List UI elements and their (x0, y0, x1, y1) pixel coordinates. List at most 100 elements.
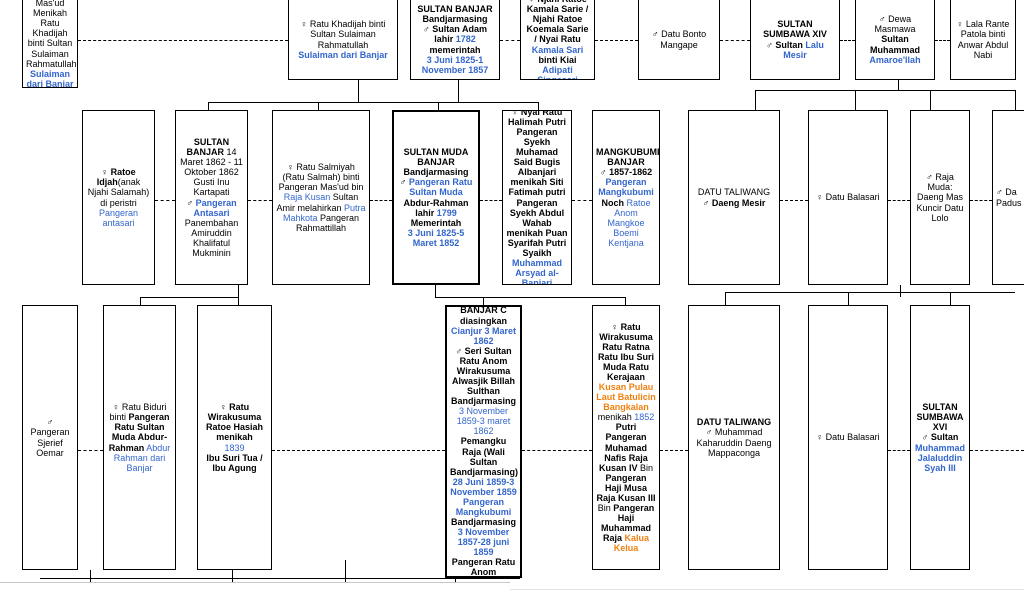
reign-1857-link[interactable]: 3 November 1857-28 juni 1859 (458, 527, 510, 557)
reign-label: memerintah (414, 45, 496, 55)
female-icon: ♀ (101, 167, 108, 177)
ratna-box: ♀ Ratu Wirakusuma Ratu Ratna Ratu Ibu Su… (592, 305, 660, 570)
jalaluddin-link[interactable]: Muhammad Jalaluddin Syah III (915, 443, 965, 473)
female-icon: ♀ (816, 192, 823, 202)
year-1839-link[interactable]: 1839 (224, 443, 244, 453)
taliwang2-box: DATU TALIWANG ♂ Muhammad Kaharuddin Daen… (688, 305, 780, 570)
male-icon: ♂ (879, 14, 886, 24)
noch-label: Noch (601, 198, 624, 208)
mangkubumi-years: 1857-1862 (609, 167, 652, 177)
sumbawa14-title: SULTAN SUMBAWA XIV (754, 19, 836, 39)
sultan-adam-box: SULTAN BANJAR Bandjarmasing ♂ Sultan Ada… (410, 0, 500, 80)
sultan-c-box: SULTAN BANJAR C diasingkan Cianjur 3 Mar… (445, 305, 522, 578)
born-label: lahir (415, 208, 434, 218)
reign-1859-link[interactable]: 3 November 1859-3 maret 1862 (457, 406, 511, 436)
muda-sub: Bandjarmasing (397, 167, 475, 177)
wirakusuma1-name: Ratu Wirakusuma Ratoe Hasiah menikah (206, 402, 263, 442)
bonto-box: ♂ Datu Bonto Mangape (638, 0, 720, 80)
muda-reign-label: Memerintah (397, 218, 475, 228)
male-icon: ♂ (703, 198, 710, 208)
sultan-muda-link[interactable]: Pangeran Ratu Sultan Muda (409, 177, 473, 197)
bin-label: Bin (640, 463, 653, 473)
muda-reign-link[interactable]: 3 Juni 1825-5 Maret 1852 (408, 228, 465, 248)
year-1852-link[interactable]: 1852 (634, 412, 654, 422)
kamala-name: Njahi Ratoe Kamala Sarie / Njahi Ratoe K… (526, 0, 588, 44)
mangkubumi-link[interactable]: Pangeran Mangkubumi (598, 177, 654, 197)
khadijah-link[interactable]: Sulaiman dari Banjar (298, 50, 388, 60)
masmawa-box: ♂ Dewa Masmawa Sultan Muhammad Amaroe'll… (855, 0, 935, 80)
pemangku-label: Pemangku Raja (Wali Sultan Bandjarmasing… (450, 436, 517, 476)
mangkubumi-1859-link[interactable]: 28 Juni 1859-3 November 1859 Pangeran Ma… (450, 477, 517, 517)
amaroellah-link[interactable]: Amaroe'llah (869, 55, 920, 65)
sultan-adam-name: Sultan Adam (432, 24, 487, 34)
antasari-link[interactable]: Pangeran Antasari (193, 198, 236, 218)
horizontal-scrollbar[interactable] (0, 582, 510, 594)
male-icon: ♂ (706, 427, 713, 437)
male-icon: ♂ (652, 29, 659, 39)
sjerief-box: ♂ Pangeran Sjerief Oemar (22, 305, 78, 570)
sjerief-name: Pangeran Sjerief Oemar (30, 427, 69, 457)
male-icon: ♂ (996, 187, 1003, 197)
balasari-name: Datu Balasari (826, 192, 880, 202)
male-icon: ♂ (766, 40, 773, 50)
male-icon: ♂ (922, 432, 929, 442)
raja-kusan-link[interactable]: Raja Kusan (284, 192, 331, 202)
mangkubumi-title: MANGKUBUMI BANJAR (596, 147, 656, 167)
halimah-box: ♀ Nyai Ratu Halimah Putri Pangeran Syekh… (502, 110, 572, 285)
idjah-box: ♀ Ratoe Idjah(anak Njahi Salamah) di per… (82, 110, 155, 285)
male-icon: ♂ (186, 198, 193, 208)
muda-name: Abdur-Rahman (397, 198, 475, 208)
balasari2-name: Datu Balasari (826, 432, 880, 442)
khadijah-name: Ratu Khadijah binti Sultan Sulaiman Rahm… (310, 19, 386, 49)
arsyad-link[interactable]: Muhammad Arsyad al-Banjari (512, 258, 562, 285)
female-icon: ♀ (512, 110, 519, 117)
female-icon: ♀ (220, 402, 227, 412)
male-icon: ♂ (423, 24, 430, 34)
born-year-link[interactable]: 1782 (456, 34, 476, 44)
kamala-mid: binti Kiai (539, 55, 577, 65)
raja-muda-box: ♂ Raja Muda: Daeng Mas Kuncir Datu Lolo (910, 110, 970, 285)
rante-name: Lala Rante Patola binti Anwar Abdul Nabi (958, 19, 1010, 59)
khadijah-box: ♀ Ratu Khadijah binti Sultan Sulaiman Ra… (288, 0, 398, 80)
female-icon: ♀ (957, 19, 964, 29)
ratu-anom-label: Pangeran Ratu Anom (450, 557, 517, 577)
antasari-box: SULTAN BANJAR 14 Maret 1862 - 11 Oktober… (175, 110, 248, 285)
muda-title: SULTAN MUDA BANJAR (397, 147, 475, 167)
biduri-box: ♀ Ratu Biduri binti Pangeran Ratu Sultan… (103, 305, 176, 570)
bin-label: Bin (598, 503, 611, 513)
reign-link[interactable]: 3 Juni 1825-1 November 1857 (422, 55, 489, 75)
padus-box: ♂ Da Padus (992, 110, 1024, 285)
antasari-small-link[interactable]: Pangeran antasari (99, 208, 138, 228)
taliwang-title: DATU TALIWANG (692, 187, 776, 197)
kamala-box: ♀ Njahi Ratoe Kamala Sarie / Njahi Ratoe… (520, 0, 595, 80)
born-label: lahir (434, 34, 453, 44)
singasari-link[interactable]: Adipati Singasari (537, 65, 578, 80)
kusan-link[interactable]: Kusan Pulau Laut Batulicin Bangkalan (596, 382, 656, 412)
kamala-link[interactable]: Kamala Sari (532, 45, 584, 55)
female-icon: ♀ (611, 322, 618, 332)
rante-box: ♀ Lala Rante Patola binti Anwar Abdul Na… (950, 0, 1016, 80)
female-icon: ♀ (287, 162, 294, 172)
born-1799-link[interactable]: 1799 (437, 208, 457, 218)
antasari-end: Panembahan Amiruddin Khalifatul Mukminin (185, 218, 239, 258)
female-icon: ♀ (816, 432, 823, 442)
female-icon: ♀ (113, 402, 120, 412)
female-icon: ♀ (301, 19, 308, 29)
cianjur-link[interactable]: Cianjur 3 Maret 1862 (451, 326, 516, 346)
sultan-c-title: SULTAN BANJAR C diasingkan (450, 305, 517, 326)
wirakusuma1-end: Ibu Suri Tua / Ibu Agung (206, 453, 262, 473)
halimah-text: Nyai Ratu Halimah Putri Pangeran Syekh M… (506, 110, 567, 258)
sultan-label: Sultan (775, 40, 803, 50)
raja-muda-name: Raja Muda: Daeng Mas Kuncir Datu Lolo (916, 172, 963, 222)
balasari2-box: ♀ Datu Balasari (808, 305, 888, 570)
sultan-label: Sultan (931, 432, 959, 442)
ratna-rest2: Pangeran Haji Musa Raja Kusan III (596, 473, 655, 503)
male-icon: ♂ (47, 417, 54, 427)
male-icon: ♂ (600, 167, 607, 177)
sultan-adam-sub: Bandjarmasing (414, 14, 496, 24)
wirakusuma1-box: ♀ Ratu Wirakusuma Ratoe Hasiah menikah 1… (197, 305, 272, 570)
sultan-muda-box: SULTAN MUDA BANJAR Bandjarmasing ♂ Pange… (392, 110, 480, 285)
sulaiman-link[interactable]: Sulaiman dari Banjar (26, 69, 73, 88)
sumbawa14-box: SULTAN SUMBAWA XIV ♂ Sultan Lalu Mesir (750, 0, 840, 80)
